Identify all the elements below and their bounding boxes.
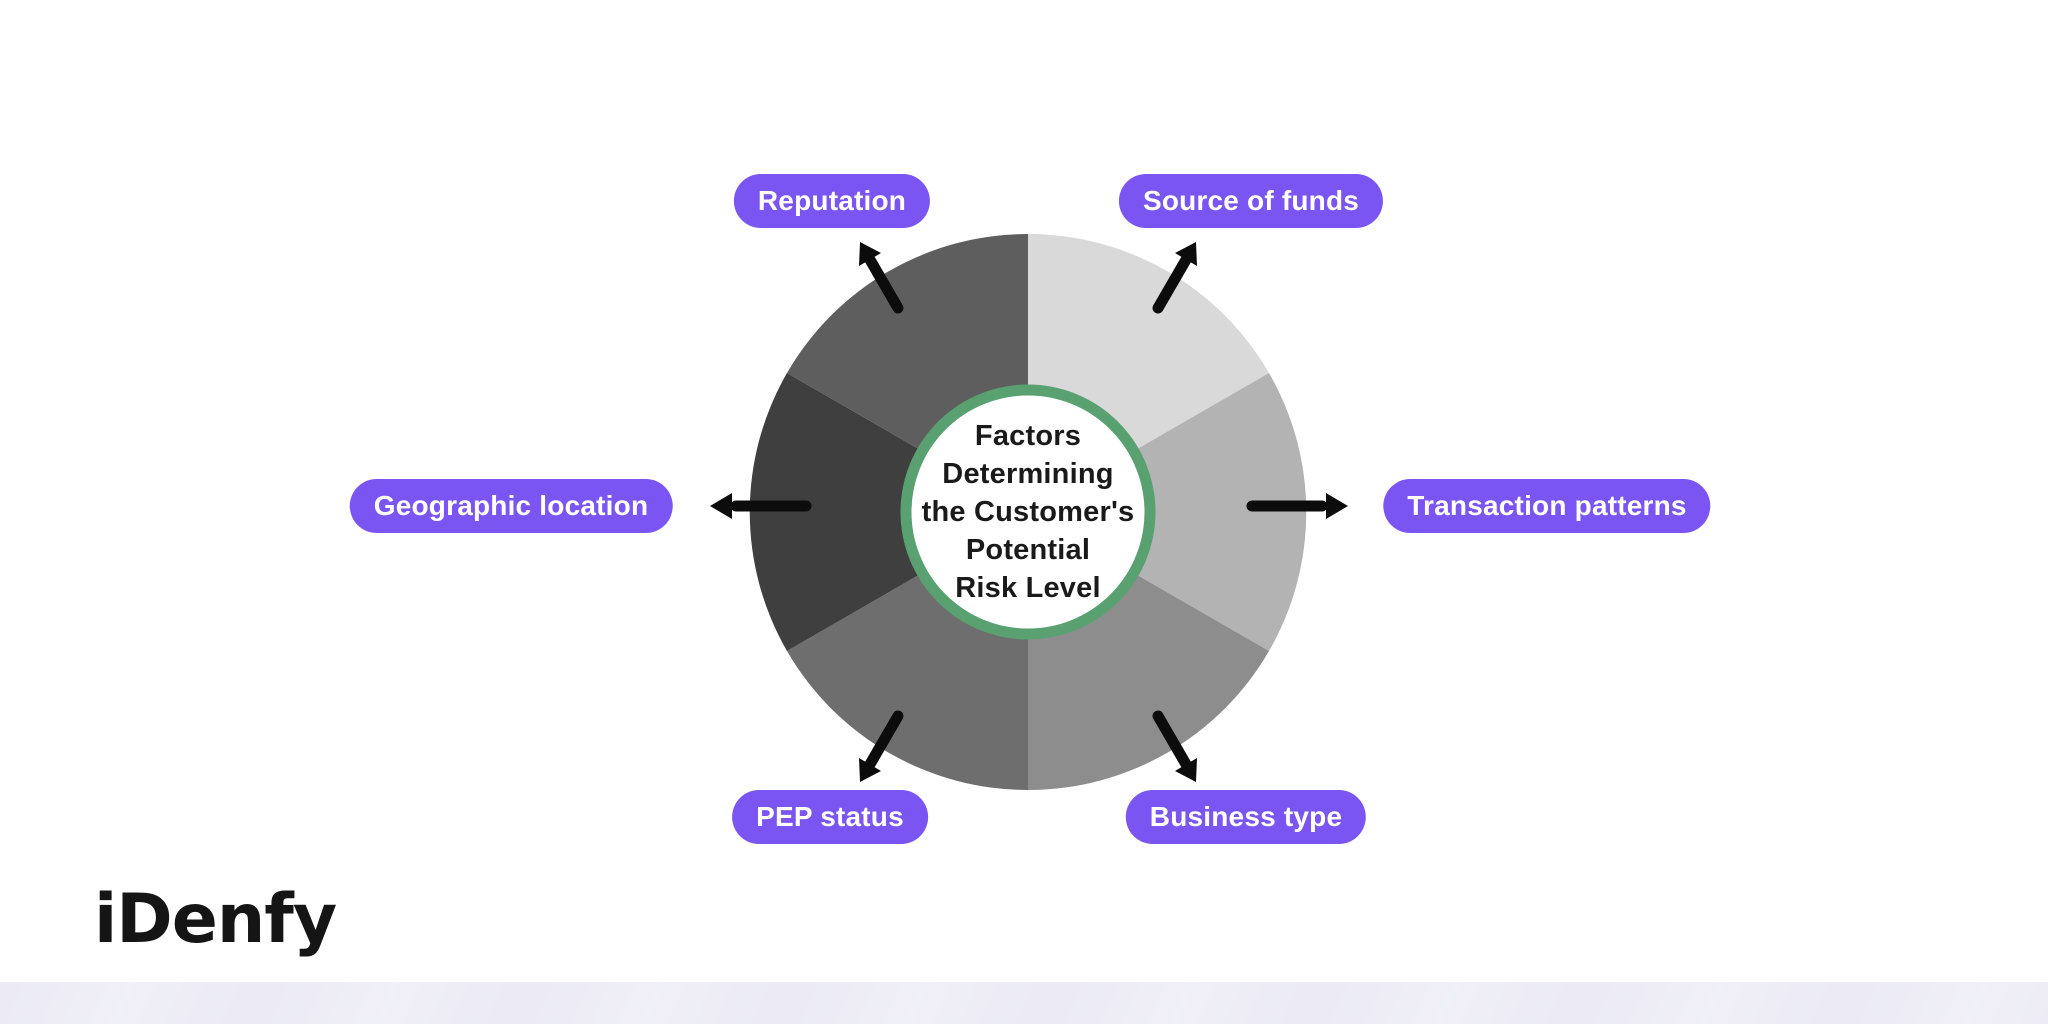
segment-geographic-location	[749, 373, 1028, 651]
label-pill-geographic-location: Geographic location	[349, 479, 673, 533]
label-pill-transaction-patterns: Transaction patterns	[1383, 479, 1711, 533]
label-pill-reputation: Reputation	[733, 174, 931, 228]
footer-decorative-band	[0, 982, 2048, 1024]
center-circle	[900, 384, 1156, 640]
arrow-transaction-patterns	[1246, 493, 1348, 519]
label-pill-business-type: Business type	[1125, 790, 1367, 844]
arrow-geographic-location	[710, 493, 812, 519]
arrow-source-of-funds	[1152, 242, 1197, 314]
label-pill-pep-status: PEP status	[732, 790, 928, 844]
arrow-reputation	[859, 242, 904, 314]
idenfy-logo: iDenfy	[94, 880, 337, 959]
segment-transaction-patterns	[1028, 373, 1307, 651]
arrow-pep-status	[859, 710, 904, 782]
center-title: Factors Determining the Customer's Poten…	[921, 420, 1135, 604]
arrow-business-type	[1152, 710, 1197, 782]
label-pill-source-of-funds: Source of funds	[1118, 174, 1384, 228]
